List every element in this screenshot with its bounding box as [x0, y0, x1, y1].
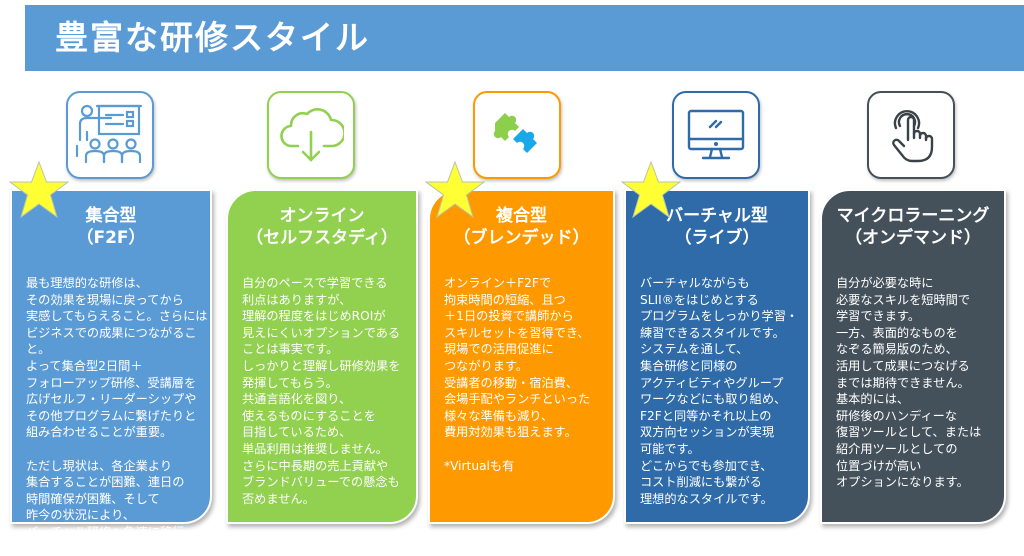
card-title-line1: バーチャル型: [666, 206, 768, 226]
card-microlearning: マイクロラーニング （オンデマンド） 自分が必要な時に 必要なスキルを短時間で …: [820, 189, 1006, 524]
card-blended: 複合型 （ブレンデッド） オンライン＋F2Fで 拘束時間の短縮、且つ ＋1日の投…: [428, 189, 615, 524]
icon-box-blended: [473, 91, 561, 179]
puzzle-pieces-icon: [493, 113, 537, 153]
icon-box-microlearning: [867, 91, 955, 179]
page-title: 豊富な研修スタイル: [55, 18, 370, 57]
star-icon: [8, 160, 70, 219]
cloud-download-icon: [280, 108, 344, 162]
card-virtual: バーチャル型 （ライブ） バーチャルながらも SLII®をはじめとする プログラ…: [624, 189, 810, 524]
card-body: バーチャルながらも SLII®をはじめとする プログラムをしっかり学習・ 練習で…: [640, 276, 799, 506]
touch-tap-icon: [892, 110, 934, 163]
desktop-monitor-icon: [687, 109, 745, 160]
card-body: オンライン＋F2Fで 拘束時間の短縮、且つ ＋1日の投資で講師から スキルセット…: [444, 276, 591, 473]
card-title-line1: 集合型: [85, 206, 137, 226]
icon-box-virtual: [672, 91, 760, 179]
card-f2f: 集合型 （F2F） 最も理想的な研修は、 その効果を現場に戻ってから 実感しても…: [10, 189, 212, 539]
card-title-line2: （オンデマンド）: [845, 228, 981, 248]
card-body: 最も理想的な研修は、 その効果を現場に戻ってから 実感してもらえること。さらには…: [26, 276, 208, 539]
card-title-line2: （ライブ）: [674, 228, 760, 248]
card-title-line2: （F2F）: [76, 228, 146, 248]
card-body: 自分が必要な時に 必要なスキルを短時間で 学習できます。 一方、表面的なものを …: [836, 276, 982, 490]
card-title-line2: （ブレンデッド）: [453, 228, 590, 248]
card-title: バーチャル型 （ライブ）: [626, 205, 808, 249]
title-banner: 豊富な研修スタイル: [25, 5, 1024, 71]
star-icon: [424, 160, 486, 219]
card-title-line1: 複合型: [496, 206, 547, 226]
star-icon: [620, 160, 682, 219]
card-title: オンライン （セルフスタディ）: [228, 205, 416, 249]
card-body: 自分のペースで学習できる 利点はありますが、 理解の程度をはじめROIが 見えに…: [242, 276, 401, 506]
card-online: オンライン （セルフスタディ） 自分のペースで学習できる 利点はありますが、 理…: [226, 189, 418, 524]
card-title-line1: マイクロラーニング: [836, 206, 990, 226]
card-title-line2: （セルフスタディ）: [246, 228, 398, 248]
card-title: 集合型 （F2F）: [12, 205, 210, 249]
card-title: 複合型 （ブレンデッド）: [430, 205, 613, 249]
card-title: マイクロラーニング （オンデマンド）: [822, 205, 1004, 249]
icon-box-f2f: [66, 91, 154, 179]
icon-box-online: [267, 91, 355, 179]
card-title-line1: オンライン: [279, 206, 365, 226]
classroom-presentation-icon: [75, 104, 143, 164]
